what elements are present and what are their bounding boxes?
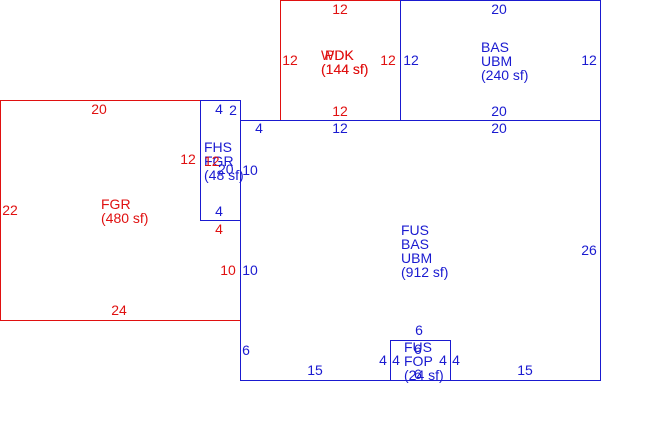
dim-fgr-bottom: 24	[111, 302, 127, 318]
deck-label-1: WDK	[321, 47, 354, 63]
dim-fop-left-b: 4	[392, 352, 400, 368]
dim-main-top-right: 20	[491, 120, 507, 136]
deck-label-2b: (144 sf)	[321, 61, 368, 77]
bas-upper-label-1: BAS	[481, 39, 509, 55]
fop-overlap-6a: 6	[414, 341, 422, 357]
dim-fhs-top: 4	[215, 101, 223, 117]
dim-deck-right: 12	[380, 52, 396, 68]
dim-fgr-left: 22	[2, 202, 18, 218]
dim-main-left-low: 6	[242, 342, 250, 358]
fop-label-2: FOP	[404, 353, 433, 369]
fop-outline	[390, 340, 451, 381]
fhs-overlap-20: 20	[218, 161, 234, 177]
deck-label-2: (144 sf)	[321, 61, 368, 77]
dim-main-bottom-left: 15	[307, 362, 323, 378]
bas-upper-label-3: (240 sf)	[481, 67, 528, 83]
dim-fop-right-b: 4	[452, 352, 460, 368]
dim-bas-bottom: 20	[491, 103, 507, 119]
fus-main-label-3: UBM	[401, 250, 432, 266]
dim-fhs-right: 10	[242, 162, 258, 178]
dim-fgr-right-bottom: 10	[220, 262, 236, 278]
fus-main-label-2: BAS	[401, 236, 429, 252]
dim-deck-top: 12	[332, 1, 348, 17]
fus-main-label-1: FUS	[401, 222, 429, 238]
dim-fgr-right-top: 12	[180, 151, 196, 167]
deck-label-1b: PDK	[325, 47, 354, 63]
dim-main-top-mid: 12	[332, 120, 348, 136]
dim-bas-top: 20	[491, 1, 507, 17]
dim-fop-top: 6	[415, 322, 423, 338]
fop-label-3: (24 sf)	[404, 367, 444, 383]
dim-main-left: 10	[242, 262, 258, 278]
fhs-label-1: FHS	[204, 139, 232, 155]
dim-main-top-left: 4	[255, 120, 263, 136]
fus-main-label-4: (912 sf)	[401, 264, 448, 280]
dim-bas-left: 12	[403, 52, 419, 68]
dim-fhs-top-right: 2	[229, 102, 237, 118]
fgr-label-1: FGR	[101, 196, 131, 212]
fhs-outline	[200, 100, 241, 221]
dim-fop-left-a: 4	[379, 352, 387, 368]
dim-fgr-top: 20	[91, 101, 107, 117]
fhs-label-3: (48 sf)	[204, 167, 244, 183]
fgr-label-2: (480 sf)	[101, 210, 148, 226]
dim-main-right: 26	[581, 242, 597, 258]
fhs-overlap-12: 12	[204, 153, 220, 169]
dim-deck-left: 12	[282, 52, 298, 68]
dim-fgr-notch: 4	[215, 221, 223, 237]
dim-bas-right: 12	[581, 52, 597, 68]
dim-fhs-bottom: 4	[215, 203, 223, 219]
dim-main-bottom-right: 15	[517, 362, 533, 378]
dim-deck-bottom: 12	[332, 103, 348, 119]
fop-overlap-6b: 6	[414, 366, 422, 382]
bas-upper-label-2: UBM	[481, 53, 512, 69]
fhs-label-2: FGR	[204, 153, 234, 169]
fop-label-1: FUS	[404, 339, 432, 355]
dim-fop-right-a: 4	[439, 352, 447, 368]
